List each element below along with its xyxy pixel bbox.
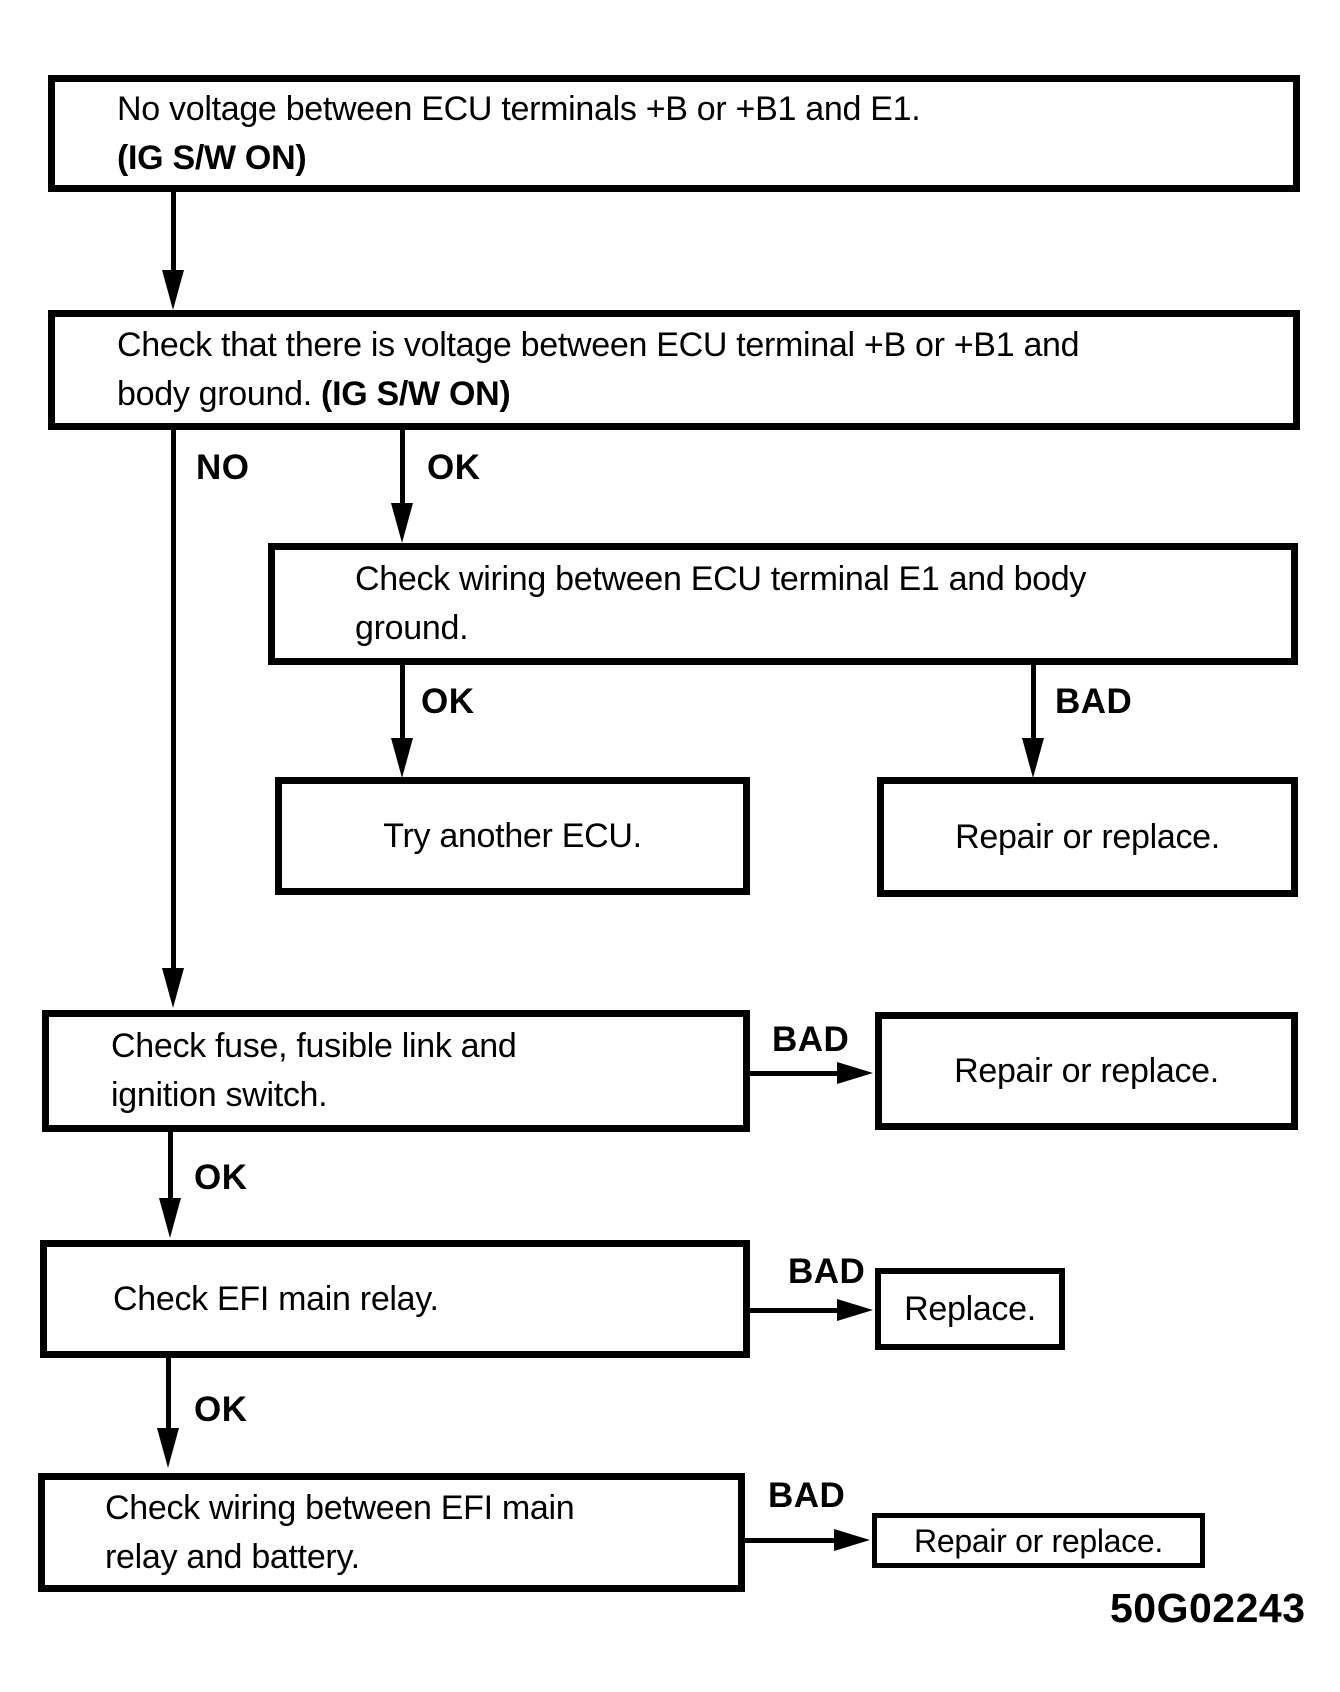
figure-code: 50G02243 <box>1110 1585 1306 1631</box>
connector-line-bad <box>750 1308 840 1313</box>
node-repair-or-replace-1-text: Repair or replace. <box>955 817 1220 856</box>
edge-label-ok-4: OK <box>194 1390 248 1429</box>
node-check-voltage-line2: body ground. (IG S/W ON) <box>117 370 1293 419</box>
node-check-efi-relay-text: Check EFI main relay. <box>113 1279 439 1318</box>
node-replace: Replace. <box>875 1268 1065 1350</box>
node-no-voltage: No voltage between ECU terminals +B or +… <box>48 75 1300 192</box>
connector-line-ok <box>168 1132 173 1202</box>
node-check-wiring-relay-battery: Check wiring between EFI main relay and … <box>38 1473 745 1592</box>
connector-line-ok <box>400 665 405 740</box>
arrow-right-icon <box>834 1529 870 1551</box>
node-check-wiring-relay-battery-line2: relay and battery. <box>105 1537 360 1576</box>
edge-label-bad-2: BAD <box>772 1020 850 1059</box>
connector-line-bad <box>745 1538 835 1543</box>
node-check-wiring-e1-line2: ground. <box>355 609 469 647</box>
arrow-right-icon <box>837 1062 873 1084</box>
node-repair-or-replace-3-text: Repair or replace. <box>914 1522 1163 1559</box>
connector-line-ok <box>166 1358 171 1433</box>
node-check-wiring-e1: Check wiring between ECU terminal E1 and… <box>268 543 1298 665</box>
node-replace-text: Replace. <box>904 1289 1036 1328</box>
node-check-voltage-line2-text: body ground. <box>117 375 322 413</box>
connector-line-ok <box>400 430 405 505</box>
connector-line-bad <box>750 1071 840 1076</box>
arrow-down-icon <box>159 1198 181 1238</box>
node-check-wiring-relay-battery-line1: Check wiring between EFI main <box>105 1488 575 1527</box>
connector-line-no <box>171 430 176 970</box>
connector-line <box>171 190 176 280</box>
node-check-efi-relay: Check EFI main relay. <box>40 1240 750 1358</box>
edge-label-bad-3: BAD <box>788 1252 866 1291</box>
node-try-another-ecu: Try another ECU. <box>275 777 750 895</box>
edge-label-ok-1: OK <box>427 448 481 487</box>
node-try-another-ecu-text: Try another ECU. <box>383 816 642 855</box>
edge-label-bad-4: BAD <box>768 1476 846 1515</box>
node-repair-or-replace-2: Repair or replace. <box>875 1012 1298 1130</box>
edge-label-ok-2: OK <box>421 682 475 721</box>
edge-label-no-1: NO <box>196 448 250 487</box>
edge-label-ok-3: OK <box>194 1158 248 1197</box>
node-no-voltage-line2: (IG S/W ON) <box>117 138 307 177</box>
node-check-fuse-line2: ignition switch. <box>111 1076 328 1114</box>
node-repair-or-replace-2-text: Repair or replace. <box>954 1051 1219 1090</box>
node-check-voltage-line2-bold: (IG S/W ON) <box>321 375 511 413</box>
arrow-down-icon <box>162 968 184 1008</box>
node-repair-or-replace-3: Repair or replace. <box>872 1513 1205 1568</box>
arrow-right-icon <box>837 1299 873 1321</box>
arrow-down-icon <box>1022 738 1044 778</box>
arrow-down-icon <box>391 738 413 778</box>
connector-line-bad <box>1031 665 1036 740</box>
node-check-voltage-line1: Check that there is voltage between ECU … <box>117 326 1080 364</box>
arrow-down-icon <box>157 1428 179 1468</box>
node-check-fuse: Check fuse, fusible link and ignition sw… <box>42 1010 750 1132</box>
edge-label-bad-1: BAD <box>1055 682 1133 721</box>
node-repair-or-replace-1: Repair or replace. <box>877 777 1298 897</box>
arrow-down-icon <box>162 270 184 310</box>
arrow-down-icon <box>391 503 413 543</box>
node-no-voltage-line1: No voltage between ECU terminals +B or +… <box>117 89 921 128</box>
node-check-fuse-line1: Check fuse, fusible link and <box>111 1027 517 1065</box>
node-check-voltage-body-ground: Check that there is voltage between ECU … <box>48 310 1300 430</box>
node-check-wiring-e1-line1: Check wiring between ECU terminal E1 and… <box>355 560 1087 598</box>
